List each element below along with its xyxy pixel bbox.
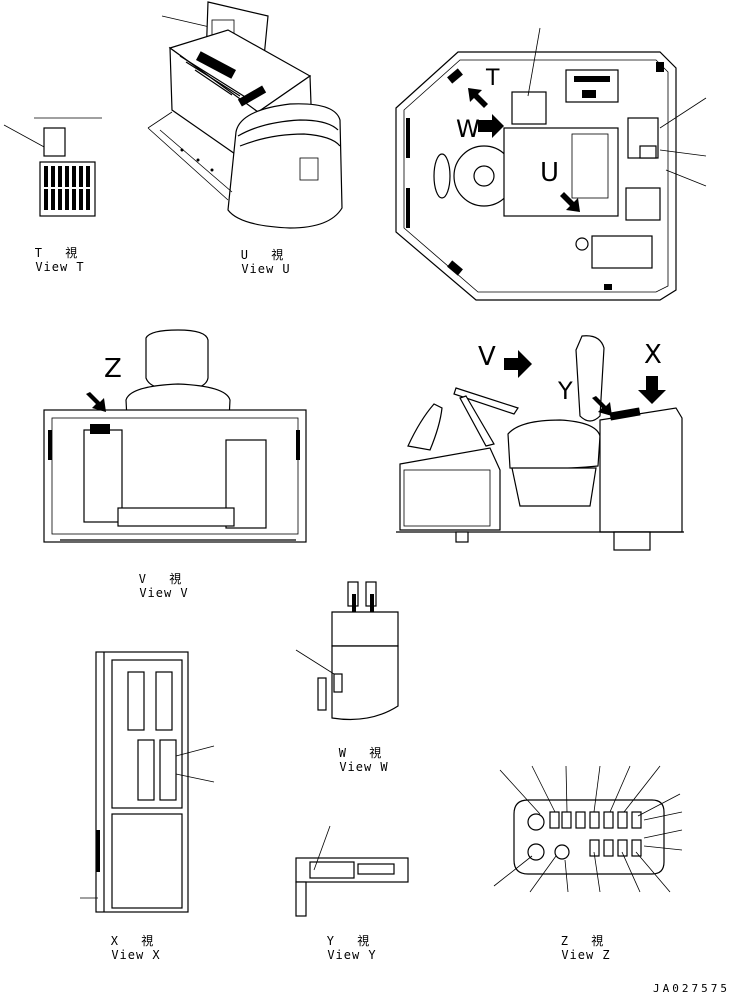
caption-view-v-jp: V 視 — [138, 572, 190, 586]
marker-w: W — [456, 115, 480, 143]
marker-t: T — [486, 66, 500, 91]
caption-view-z: Z 視 View Z — [556, 934, 616, 962]
marker-x: X — [644, 340, 662, 370]
marker-y: Y — [558, 377, 573, 405]
view-w-drawing — [295, 581, 399, 721]
view-v-drawing — [43, 329, 307, 543]
caption-view-t-en: View T — [35, 260, 85, 274]
caption-view-w-jp: W 視 — [338, 746, 390, 760]
drawing-number: JA027575 — [653, 982, 730, 995]
marker-z: Z — [104, 354, 122, 384]
caption-view-v-en: View V — [139, 586, 189, 600]
plan-view-drawing — [395, 27, 707, 301]
view-z-drawing — [493, 765, 683, 893]
caption-view-u-jp: U 視 — [240, 248, 292, 262]
caption-view-y: Y 視 View Y — [322, 934, 382, 962]
caption-view-u: U 視 View U — [236, 248, 296, 276]
caption-view-z-jp: Z 視 — [560, 934, 612, 948]
marker-v: V — [478, 342, 496, 372]
view-t-drawing — [3, 117, 102, 217]
caption-view-y-en: View Y — [327, 948, 377, 962]
view-x-drawing — [80, 651, 215, 913]
caption-view-y-jp: Y 視 — [326, 934, 378, 948]
caption-view-w-en: View W — [339, 760, 389, 774]
side-view-drawing — [396, 335, 684, 551]
caption-view-t: T 視 View T — [30, 246, 90, 274]
view-u-drawing — [147, 1, 343, 229]
caption-view-t-jp: T 視 — [34, 246, 86, 260]
marker-u: U — [540, 158, 560, 188]
caption-view-u-en: View U — [241, 262, 291, 276]
caption-view-x-jp: X 視 — [110, 934, 162, 948]
caption-view-x: X 視 View X — [106, 934, 166, 962]
caption-view-v: V 視 View V — [134, 572, 194, 600]
caption-view-x-en: View X — [111, 948, 161, 962]
caption-view-w: W 視 View W — [334, 746, 394, 774]
caption-view-z-en: View Z — [561, 948, 611, 962]
view-y-drawing — [295, 825, 409, 917]
